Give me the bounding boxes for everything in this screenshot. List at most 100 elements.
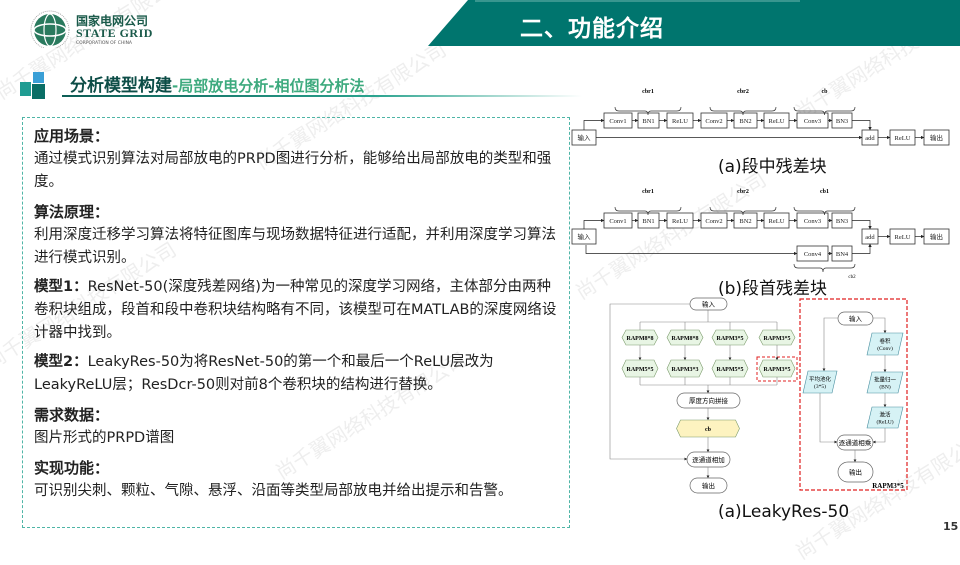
block-label: Conv3 xyxy=(804,118,821,125)
brace xyxy=(614,206,682,216)
group-label: cbr1 xyxy=(642,89,654,95)
description-box: 应用场景： 通过模式识别算法对局部放电的PRPD图进行分析，能够给出局部放电的类… xyxy=(22,117,570,528)
block-label: BN2 xyxy=(739,118,751,125)
group-label: cbr1 xyxy=(642,189,654,195)
model2-text: LeakyRes-50为将ResNet-50的第一个和最后一个ReLU层改为Le… xyxy=(34,354,494,393)
detail-relu-label: 激活 xyxy=(879,411,891,419)
brace xyxy=(793,263,856,273)
detail-relu-label: (ReLU) xyxy=(876,419,893,426)
block-label: Conv3 xyxy=(804,218,821,225)
input-label: 输入 xyxy=(702,300,716,309)
detail-input-shape xyxy=(837,311,874,326)
connector xyxy=(822,317,838,372)
page-title: 二、功能介绍 xyxy=(520,16,664,42)
rapm-row2-label: RAPM3*5 xyxy=(764,367,791,373)
add-label: add xyxy=(865,135,875,142)
rapm-row1-shape xyxy=(666,329,704,346)
principle-heading: 算法原理： xyxy=(34,203,110,221)
rapm-row2-label: RAPM5*5 xyxy=(627,367,654,373)
group-label: cbr2 xyxy=(737,189,749,195)
brace xyxy=(709,206,777,216)
shortcut-bn-label: BN4 xyxy=(836,251,849,258)
rapm-row2-label: RAPM3*3 xyxy=(672,367,699,373)
rapm-row2-shape xyxy=(758,359,796,378)
block-label: BN3 xyxy=(836,218,848,225)
block-label: ReLU xyxy=(769,218,785,225)
relu-label: ReLU xyxy=(895,135,911,142)
connector xyxy=(609,303,690,461)
arrow xyxy=(583,218,605,229)
add-channel-label: 逐通道相加 xyxy=(692,455,725,464)
block-label: BN1 xyxy=(642,118,654,125)
logo-subtitle: CORPORATION OF CHINA xyxy=(76,41,133,46)
data-text: 图片形式的PRPD谱图 xyxy=(34,430,175,446)
block-label: Conv1 xyxy=(609,118,626,125)
section-title-main: 分析模型构建 xyxy=(70,76,172,96)
model2-label: 模型2： xyxy=(34,354,88,370)
cb-label: cb xyxy=(705,427,712,433)
output-label: 输出 xyxy=(930,232,943,241)
state-grid-logo xyxy=(30,10,70,48)
rapm-row2-shape xyxy=(666,359,704,378)
caption-first-block: (b)段首残差块 xyxy=(718,279,828,299)
section-underline xyxy=(62,95,582,97)
header-band xyxy=(428,0,960,46)
detail-multiply-label: 逐通道相乘 xyxy=(839,438,872,447)
block-label: ReLU xyxy=(672,118,688,125)
group-label: cbr2 xyxy=(737,89,749,95)
block-label: ReLU xyxy=(769,118,785,125)
detail-bn-label: 批量归一 xyxy=(874,376,897,384)
arrow xyxy=(852,120,872,131)
rapm-row1-shape xyxy=(711,329,749,346)
connector xyxy=(819,393,838,444)
arrow xyxy=(583,118,605,130)
block-label: BN2 xyxy=(739,218,751,225)
detail-output-shape xyxy=(837,461,874,483)
detail-bn-shape xyxy=(866,371,904,394)
principle-text: 利用深度迁移学习算法将特征图库与现场数据特征进行适配，并利用深度学习算法进行模式… xyxy=(34,227,556,266)
highlight-box xyxy=(756,356,798,382)
block-label: Conv2 xyxy=(705,118,722,125)
block-label: ReLU xyxy=(672,218,688,225)
detail-output-label: 输出 xyxy=(849,468,862,477)
block-label: BN3 xyxy=(836,118,848,125)
detail-bn-label: (BN) xyxy=(879,384,890,391)
block-label: Conv2 xyxy=(705,218,722,225)
block-label: BN1 xyxy=(642,218,654,225)
group-label: cb1 xyxy=(820,189,829,195)
data-heading: 需求数据： xyxy=(34,406,110,424)
group-label: cb xyxy=(822,89,829,95)
model1-label: 模型1： xyxy=(34,279,88,295)
relu-label: ReLU xyxy=(895,234,911,241)
arrow xyxy=(585,245,798,256)
rapm-row2-shape xyxy=(711,359,749,378)
rapm-row1-shape xyxy=(621,329,659,346)
cb-shape xyxy=(676,419,740,438)
detail-pool-label: 平均池化 xyxy=(809,375,832,383)
section-icon xyxy=(20,72,45,99)
rapm-row1-shape xyxy=(758,329,796,346)
model2-paragraph: 模型2：LeakyRes-50为将ResNet-50的第一个和最后一个ReLU层… xyxy=(34,351,559,397)
brace xyxy=(793,206,856,216)
brace xyxy=(793,106,856,116)
arrow xyxy=(852,243,872,254)
detail-input-label: 输入 xyxy=(849,314,863,323)
arrow xyxy=(852,220,872,230)
add-label: add xyxy=(865,234,875,241)
connector xyxy=(872,428,886,444)
logo-text-cn: 国家电网公司 xyxy=(76,14,149,28)
leakyres-flowchart: RAPM8*8RAPM5*5RAPM8*8RAPM3*3RAPM3*5RAPM5… xyxy=(609,297,908,494)
model1-text: ResNet-50(深度残差网络)为一种常见的深度学习网络，主体部分由两种卷积块… xyxy=(34,279,557,341)
group-label: cb2 xyxy=(848,275,856,280)
scene-text: 通过模式识别算法对局部放电的PRPD图进行分析，能够给出局部放电的类型和强度。 xyxy=(34,151,552,190)
logo-text-en: STATE GRID xyxy=(76,26,153,40)
detail-pool-shape xyxy=(802,370,838,394)
detail-label: RAPM3*5 xyxy=(872,482,904,490)
output-label: 输出 xyxy=(702,481,715,490)
detail-pool-label: (3*5) xyxy=(814,383,826,390)
brace xyxy=(709,106,777,116)
brace xyxy=(614,106,682,116)
rapm-row2-shape xyxy=(621,359,659,378)
rapm-row1-label: RAPM8*8 xyxy=(672,336,699,342)
